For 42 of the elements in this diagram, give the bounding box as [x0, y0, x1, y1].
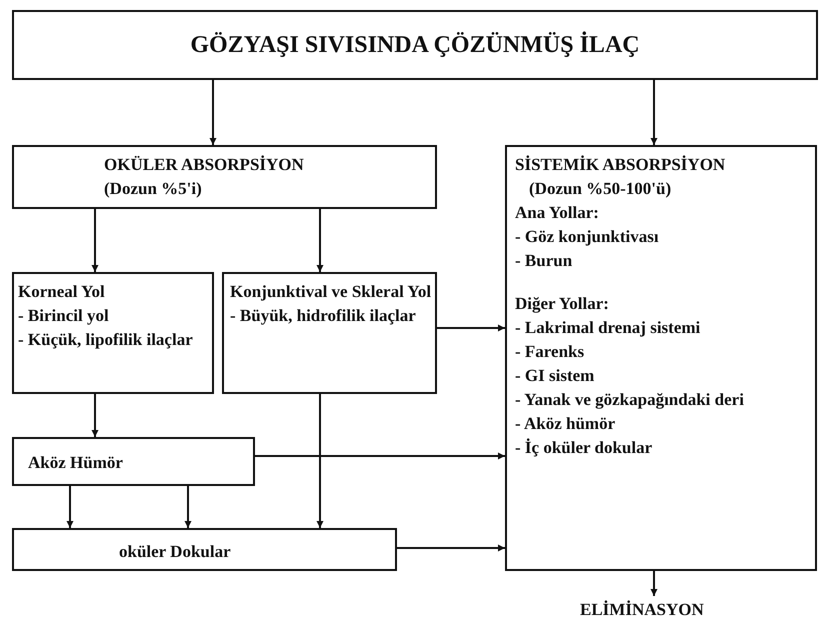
arrow [92, 394, 98, 437]
node-text: - Küçük, lipofilik ilaçlar [18, 329, 194, 351]
arrow [650, 80, 658, 145]
arrow [210, 80, 216, 145]
process-box [12, 528, 397, 571]
node-text: - Lakrimal drenaj sistemi [515, 317, 702, 339]
arrow [316, 394, 324, 528]
process-box [12, 145, 437, 209]
arrow [92, 209, 98, 272]
arrow [184, 486, 192, 528]
arrow [316, 209, 324, 272]
arrow [255, 452, 505, 460]
arrow [437, 324, 505, 332]
node-text: - Göz konjunktivası [515, 226, 660, 248]
node-text: - Yanak ve gözkapağındaki deri [515, 389, 745, 411]
end-label: ELİMİNASYON [580, 599, 705, 621]
node-heading: SİSTEMİK ABSORPSİYON [515, 154, 726, 176]
arrow [397, 544, 505, 552]
arrow [650, 571, 658, 596]
node-text: - Birincil yol [18, 305, 110, 327]
node-heading: oküler Dokular [119, 541, 232, 563]
node-heading: Korneal Yol [18, 281, 106, 303]
process-box [505, 145, 817, 571]
node-heading: OKÜLER ABSORPSİYON [104, 154, 305, 176]
process-box [12, 437, 255, 486]
node-heading: Konjunktival ve Skleral Yol [230, 281, 432, 303]
node-text: Diğer Yollar: [515, 293, 610, 315]
node-heading: GÖZYAŞI SIVISINDA ÇÖZÜNMÜŞ İLAÇ [190, 33, 640, 57]
node-heading: Aköz Hümör [28, 452, 124, 474]
node-text: - GI sistem [515, 365, 596, 387]
process-box [222, 272, 437, 394]
node-text: - Aköz hümör [515, 413, 616, 435]
node-text: - Burun [515, 250, 574, 272]
node-text: - İç oküler dokular [515, 437, 654, 459]
node-text: - Farenks [515, 341, 586, 363]
node-text: Ana Yollar: [515, 202, 600, 224]
node-text: - Büyük, hidrofilik ilaçlar [230, 305, 417, 327]
node-text: (Dozun %50-100'ü) [528, 178, 672, 200]
process-box [12, 272, 214, 394]
arrow [66, 486, 74, 528]
heading-box [12, 10, 818, 80]
node-text: (Dozun %5'i) [104, 178, 203, 200]
